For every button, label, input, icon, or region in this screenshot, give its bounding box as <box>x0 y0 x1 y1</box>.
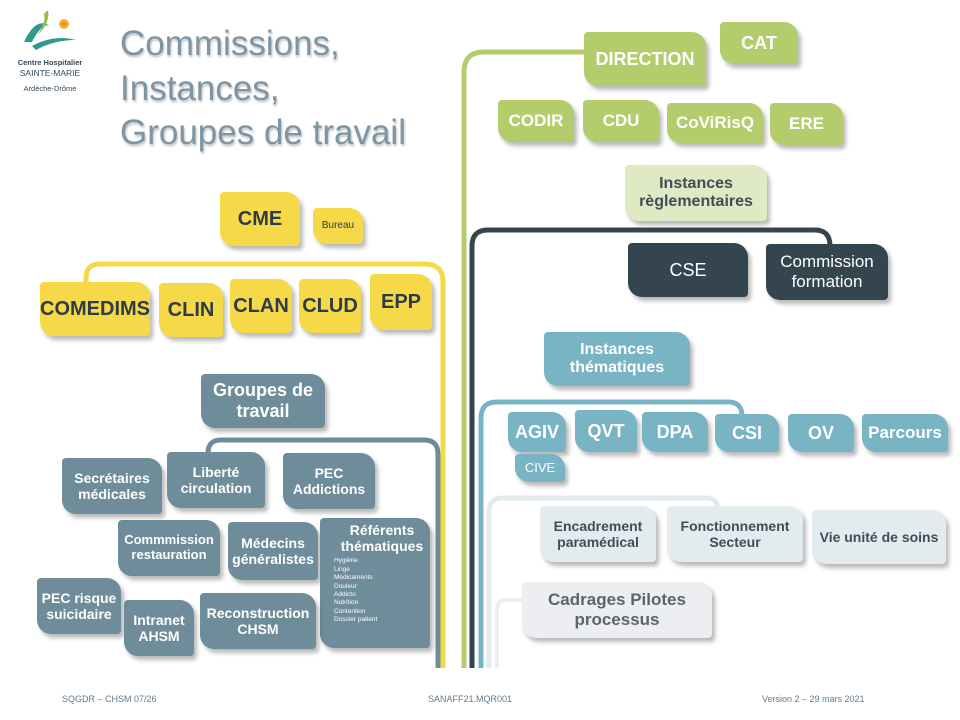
referents-item: Hygiène <box>334 557 358 565</box>
intranet-box[interactable]: Intranet AHSM <box>124 600 194 656</box>
logo-line-2: SAINTE-MARIE <box>19 68 81 78</box>
comedims-box[interactable]: COMEDIMS <box>40 282 150 336</box>
agiv-box[interactable]: AGIV <box>508 412 566 452</box>
referents-line-1: Référents <box>349 522 415 538</box>
pec-addictions-line-1: PEC <box>314 464 344 481</box>
encadrement-connector <box>486 495 721 668</box>
cive-box[interactable]: CIVE <box>515 454 565 482</box>
clud-box[interactable]: CLUD <box>299 279 361 333</box>
cat-box[interactable]: CAT <box>720 22 798 64</box>
referents-line-2: thématiques <box>340 538 424 555</box>
instances-reglementaires-box[interactable]: Instances règlementaires <box>625 165 767 221</box>
medecins-box[interactable]: Médecins généralistes <box>228 522 318 580</box>
cme-box[interactable]: CME <box>220 192 300 246</box>
formation-line-2: formation <box>791 272 863 291</box>
encadrement-line-2: paramédical <box>557 534 639 550</box>
referents-item: Addicto <box>334 590 356 598</box>
thematiques-connector <box>478 399 745 668</box>
encadrement-line-1: Encadrement <box>553 517 643 534</box>
footer-center: SANAFF21.MQR001 <box>428 694 513 704</box>
epp-box[interactable]: EPP <box>370 274 432 330</box>
pec-addictions-box[interactable]: PEC Addictions <box>283 453 375 509</box>
fonctionnement-line-2: Secteur <box>709 534 761 550</box>
thematiques-title-1: Instances <box>580 340 654 358</box>
referents-list: Hygiène Linge Médicaments Douleur Addict… <box>334 557 377 625</box>
restauration-box[interactable]: Commmission restauration <box>118 520 220 576</box>
codir-box[interactable]: CODIR <box>498 100 574 142</box>
hospital-logo: Centre Hospitalier SAINTE-MARIE Ardèche-… <box>6 4 94 94</box>
fonctionnement-line-1: Fonctionnement <box>680 517 790 534</box>
parcours-box[interactable]: Parcours <box>862 414 948 452</box>
covirisq-box[interactable]: CoViRisQ <box>667 103 763 143</box>
pec-suicidaire-line-1: PEC risque <box>41 589 117 606</box>
pec-suicidaire-box[interactable]: PEC risque suicidaire <box>37 578 121 634</box>
groupes-connector <box>205 437 441 668</box>
intranet-line-2: AHSM <box>138 628 180 644</box>
referents-box[interactable]: Référents thématiques Hygiène Linge Médi… <box>320 518 430 648</box>
logo-line-3: Ardèche-Drôme <box>23 84 77 93</box>
cadrages-box[interactable]: Cadrages Pilotes processus <box>522 582 712 638</box>
footer-left: SQGDR – CHSM 07/26 <box>62 694 157 704</box>
secretaires-line-1: Secrétaires <box>74 469 150 486</box>
clin-box[interactable]: CLIN <box>159 283 223 337</box>
page-title-line-1: Commissions, <box>120 24 340 63</box>
cadrages-line-2: processus <box>574 610 660 629</box>
dpa-box[interactable]: DPA <box>642 412 708 452</box>
referents-item: Nutrition <box>334 599 359 607</box>
clan-box[interactable]: CLAN <box>230 279 292 333</box>
reglementaires-connector <box>469 227 833 668</box>
referents-item: Contention <box>334 607 366 615</box>
thematiques-title-2: thématiques <box>569 359 665 376</box>
medecins-line-1: Médecins <box>241 534 305 551</box>
logo-line-1: Centre Hospitalier <box>17 58 83 67</box>
ov-box[interactable]: OV <box>788 414 854 452</box>
referents-item: Médicaments <box>334 574 373 582</box>
groupes-title-2: travail <box>236 401 290 421</box>
referents-item: Douleur <box>334 582 357 590</box>
page-title-line-3: Groupes de travail <box>120 113 406 152</box>
liberte-line-1: Liberté <box>192 463 240 480</box>
formation-line-1: Commission <box>780 252 874 272</box>
referents-item: Dossier patient <box>334 616 378 624</box>
ere-box[interactable]: ERE <box>770 103 843 145</box>
liberte-box[interactable]: Liberté circulation <box>167 452 265 508</box>
reconstruction-box[interactable]: Reconstruction CHSM <box>200 593 316 649</box>
bureau-box[interactable]: Bureau <box>313 208 363 244</box>
reconstruction-line-1: Reconstruction <box>206 604 310 621</box>
cme-connector <box>83 261 446 668</box>
groupes-travail-box[interactable]: Groupes de travail <box>201 374 325 428</box>
secretaires-box[interactable]: Secrétaires médicales <box>62 458 162 514</box>
vie-unite-box[interactable]: Vie unité de soins <box>812 510 946 564</box>
qvt-box[interactable]: QVT <box>575 410 637 452</box>
direction-connector <box>461 49 588 668</box>
commission-formation-box[interactable]: Commission formation <box>766 244 888 300</box>
direction-box[interactable]: DIRECTION <box>584 32 706 86</box>
groupes-title-1: Groupes de <box>212 380 314 401</box>
restauration-line-1: Commmission <box>124 532 214 548</box>
page-title-line-2: Instances, <box>120 69 280 108</box>
cadrages-line-1: Cadrages Pilotes <box>548 590 686 610</box>
pec-suicidaire-line-2: suicidaire <box>46 606 112 622</box>
cadrages-connector <box>495 598 522 668</box>
reglementaires-title-2: règlementaires <box>639 193 753 210</box>
pec-addictions-line-2: Addictions <box>292 481 366 497</box>
medecins-line-2: généralistes <box>232 551 314 567</box>
instances-thematiques-box[interactable]: Instances thématiques <box>544 332 690 386</box>
referents-item: Linge <box>334 565 350 573</box>
cdu-box[interactable]: CDU <box>583 100 659 142</box>
fonctionnement-box[interactable]: Fonctionnement Secteur <box>667 506 803 562</box>
reglementaires-title-1: Instances <box>659 174 733 192</box>
cse-box[interactable]: CSE <box>628 243 748 297</box>
secretaires-line-2: médicales <box>78 486 146 502</box>
footer-right: Version 2 – 29 mars 2021 <box>762 694 865 704</box>
liberte-line-2: circulation <box>180 480 252 496</box>
csi-box[interactable]: CSI <box>715 414 779 452</box>
encadrement-box[interactable]: Encadrement paramédical <box>540 506 656 562</box>
reconstruction-line-2: CHSM <box>237 621 279 637</box>
logo-mark-icon <box>24 10 76 50</box>
restauration-line-2: restauration <box>131 547 207 562</box>
intranet-line-1: Intranet <box>133 611 185 628</box>
